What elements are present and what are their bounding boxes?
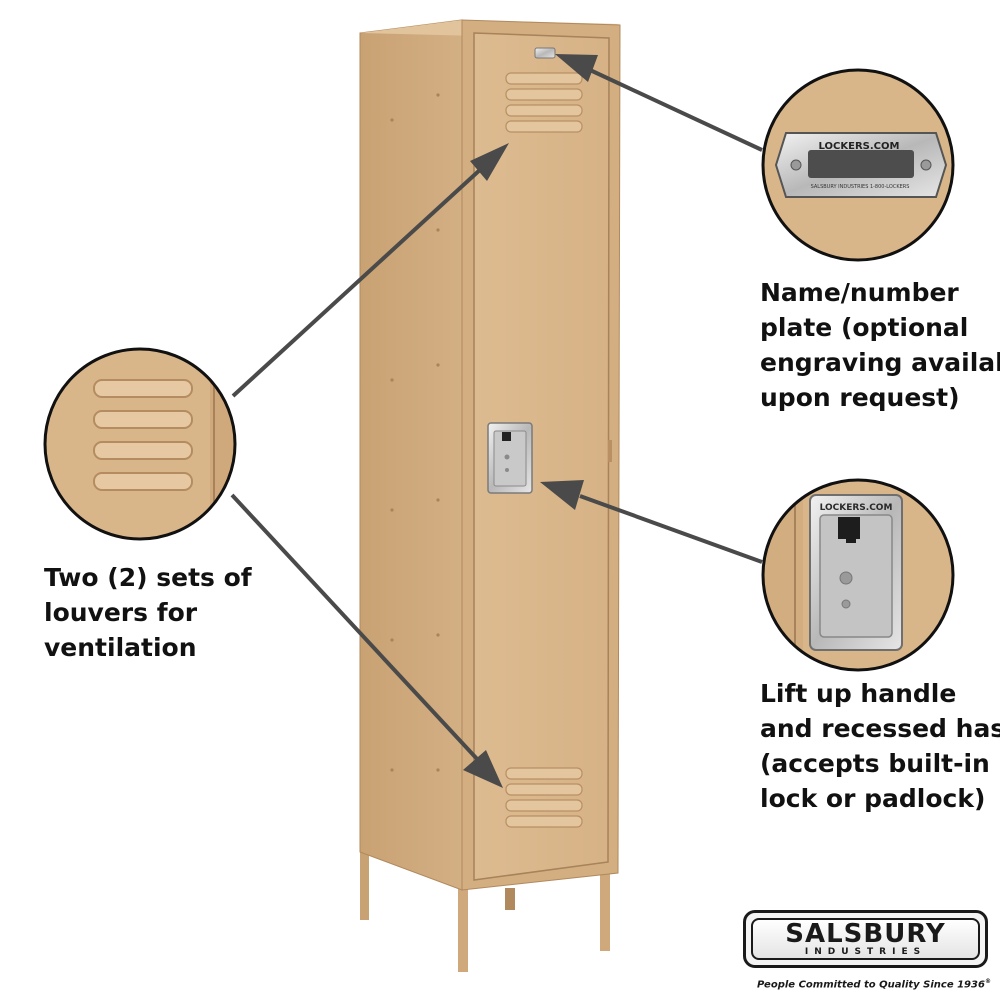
logo-badge (751, 918, 980, 960)
bottom-louvers (505, 767, 583, 828)
plate-small-text: SALSBURY INDUSTRIES 1-800-LOCKERS (811, 184, 910, 190)
locker-leg-front-right (600, 873, 610, 951)
locker-leg-front-left (458, 888, 468, 972)
name-plate-callout-line-1: Name/number (760, 278, 959, 307)
locker-leg-back-left (360, 852, 369, 920)
louvers-callout-line-1: Two (2) sets of (44, 563, 252, 592)
locker-handle (487, 422, 533, 494)
locker-hinge (608, 440, 612, 462)
louvers-callout-line-3: ventilation (44, 633, 197, 662)
handle-callout-line-4: lock or padlock) (760, 784, 986, 813)
name-plate-callout-line-2: plate (optional (760, 313, 969, 342)
arrow-to-top-louvers (231, 143, 509, 398)
louvers-callout-text: Two (2) sets of louvers for ventilation (44, 560, 252, 665)
locker-name-plate (534, 47, 556, 59)
louvers-detail-circle (43, 347, 237, 541)
handle-callout-text: Lift up handle and recessed hasp (accept… (760, 676, 1000, 816)
locker (359, 19, 621, 972)
salsbury-logo: SALSBURY INDUSTRIES (743, 910, 988, 968)
plate-brand-text: LOCKERS.COM (819, 141, 900, 152)
handle-brand-text: LOCKERS.COM (820, 503, 893, 513)
brand-block: SALSBURY INDUSTRIES People Committed to … (743, 910, 993, 995)
handle-detail-circle: LOCKERS.COM (761, 478, 955, 672)
top-louvers (505, 72, 583, 133)
name-plate-callout-line-4: upon request) (760, 383, 960, 412)
trademark-symbol: ® (984, 978, 991, 985)
callout-arrows (230, 54, 763, 788)
handle-callout-line-3: (accepts built-in (760, 749, 990, 778)
arrow-to-name-plate (555, 54, 763, 152)
arrow-to-handle (540, 480, 763, 564)
handle-callout-line-1: Lift up handle (760, 679, 957, 708)
brand-subtitle: INDUSTRIES (804, 947, 927, 957)
name-plate-callout-text: Name/number plate (optional engraving av… (760, 275, 1000, 415)
locker-door (473, 32, 610, 881)
name-plate-callout-line-3: engraving available (760, 348, 1000, 377)
locker-leg-back-right (505, 888, 515, 910)
brand-name: SALSBURY (785, 919, 946, 949)
locker-side-panel (359, 19, 463, 891)
name-plate-detail-circle: LOCKERS.COM SALSBURY INDUSTRIES 1-800-LO… (761, 68, 955, 262)
handle-callout-line-2: and recessed hasp (760, 714, 1000, 743)
brand-tagline: People Committed to Quality Since 1936® (757, 978, 991, 990)
arrow-to-bottom-louvers (230, 493, 503, 788)
tagline-text: People Committed to Quality Since 1936 (757, 979, 985, 991)
louvers-callout-line-2: louvers for (44, 598, 198, 627)
